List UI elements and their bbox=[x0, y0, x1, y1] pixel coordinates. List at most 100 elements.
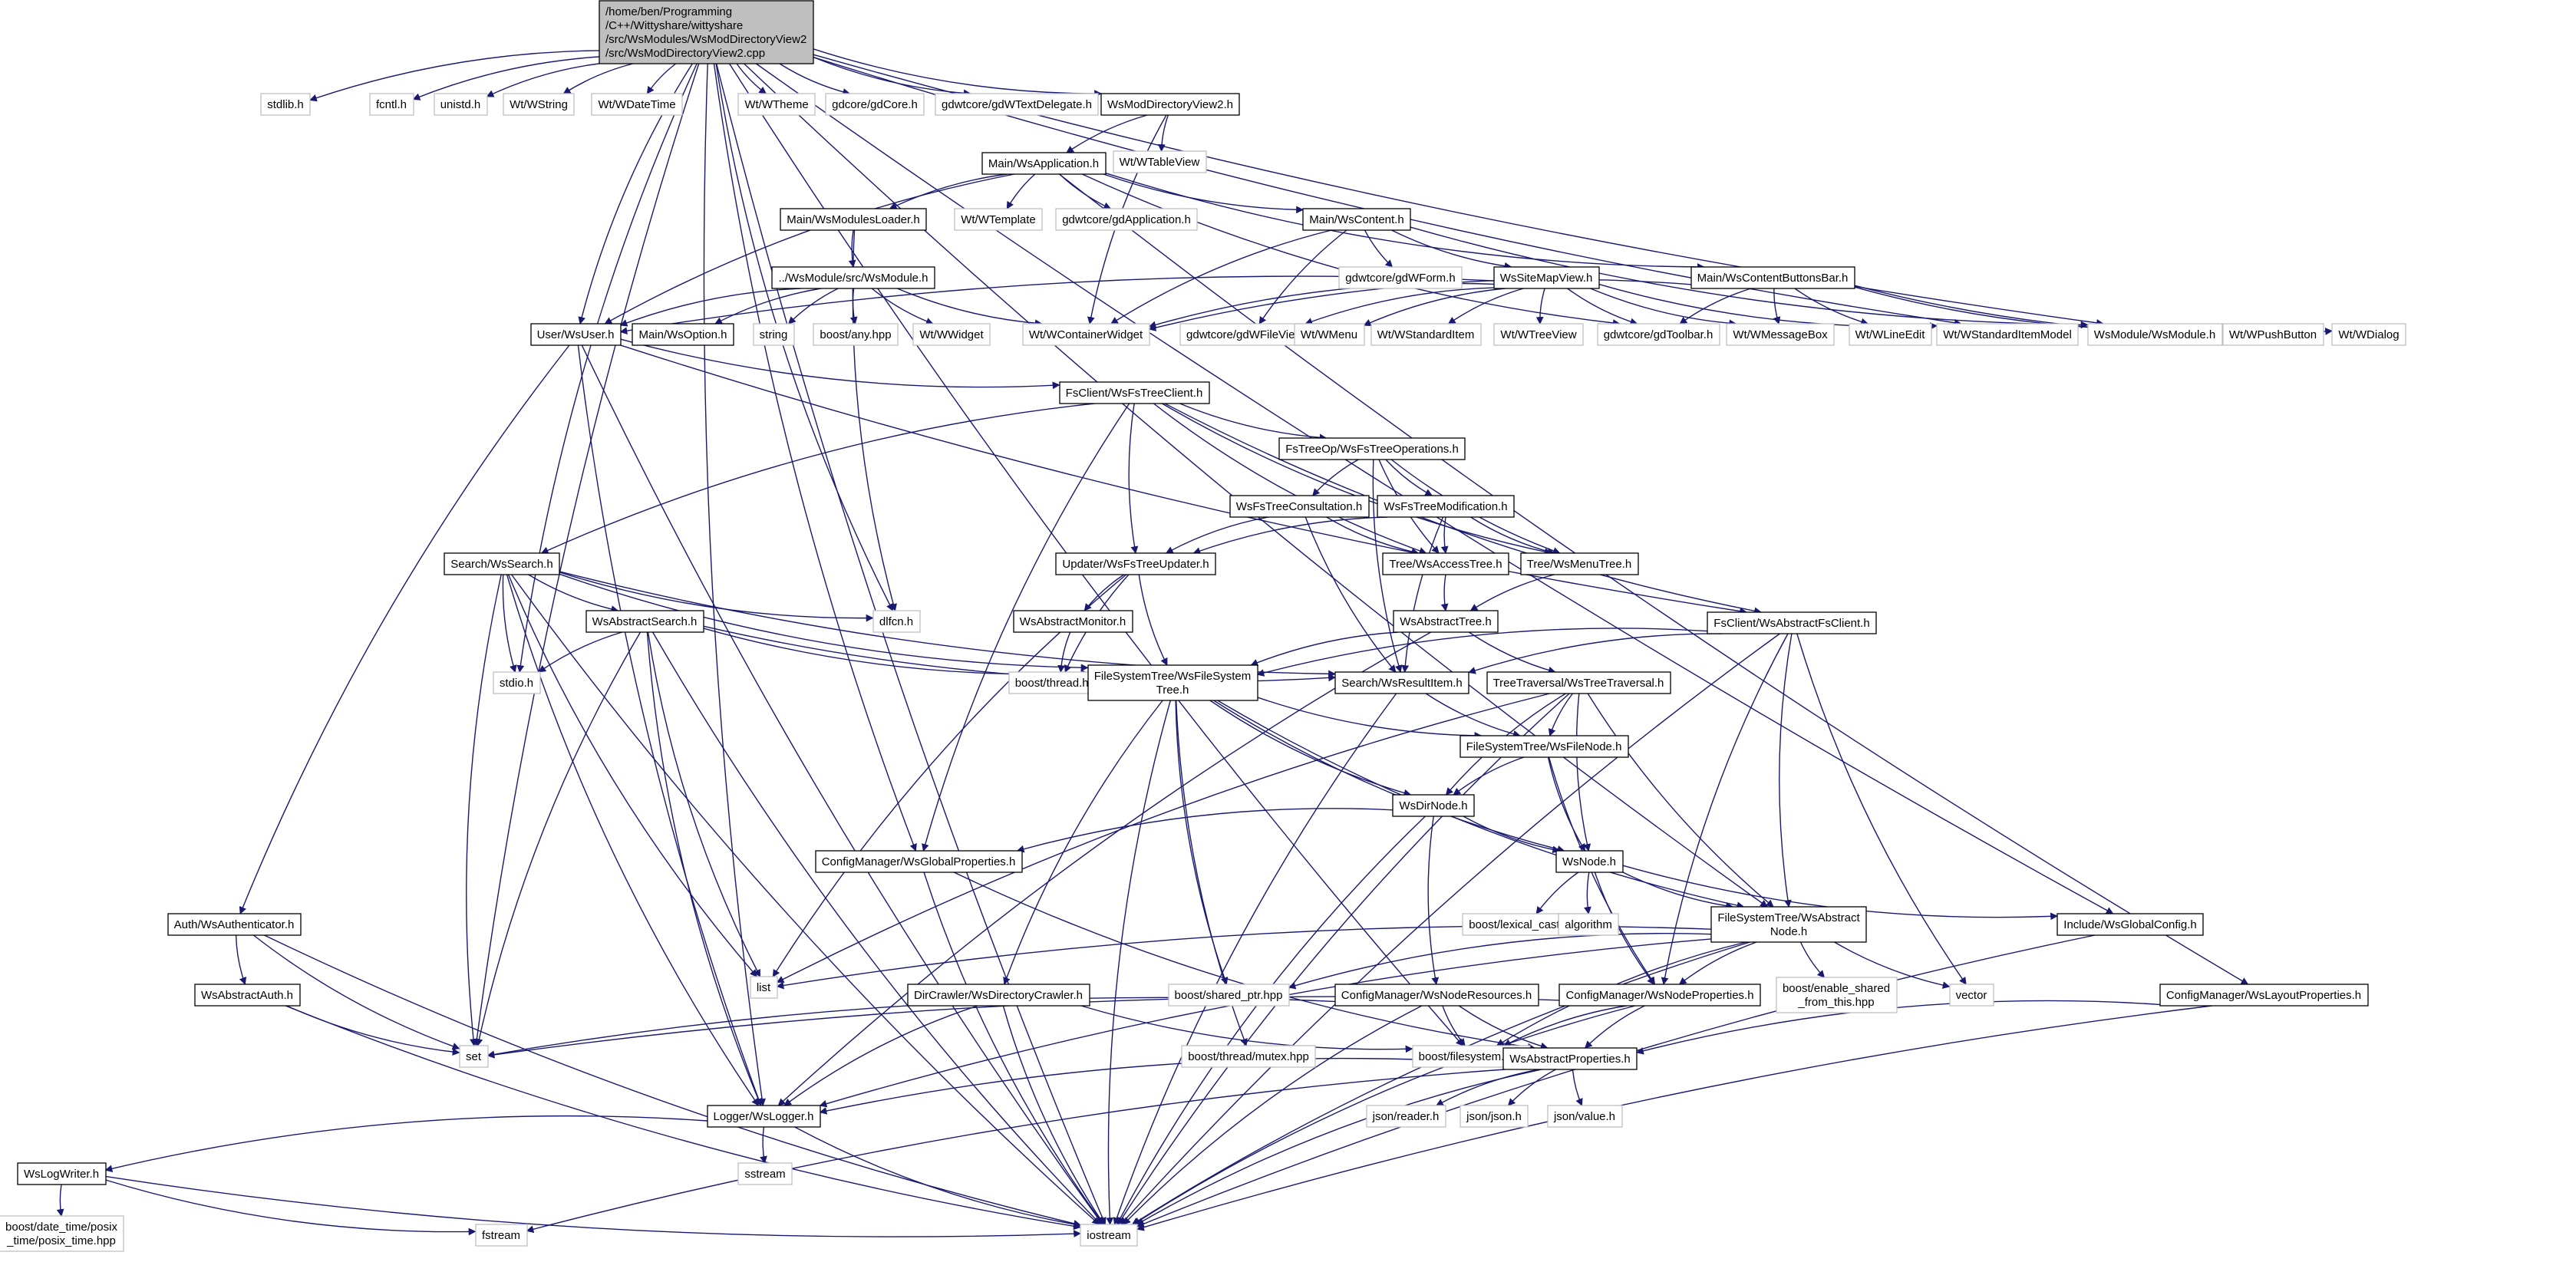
node-jsonjson[interactable]: json/json.h bbox=[1460, 1105, 1529, 1128]
node-dirnode[interactable]: WsDirNode.h bbox=[1392, 794, 1475, 817]
node-abstractauth[interactable]: WsAbstractAuth.h bbox=[194, 984, 301, 1007]
node-wtableview[interactable]: Wt/WTableView bbox=[1113, 150, 1207, 173]
node-wsmodulesloader[interactable]: Main/WsModulesLoader.h bbox=[780, 208, 927, 231]
node-wscontentbuttonsbar[interactable]: Main/WsContentButtonsBar.h bbox=[1690, 266, 1855, 289]
node-jsonvalue[interactable]: json/value.h bbox=[1547, 1105, 1623, 1128]
node-stdio[interactable]: stdio.h bbox=[493, 671, 541, 694]
node-sstream[interactable]: sstream bbox=[737, 1162, 793, 1185]
node-posixtime[interactable]: boost/date_time/posix_time/posix_time.hp… bbox=[0, 1215, 124, 1252]
node-set[interactable]: set bbox=[459, 1045, 489, 1068]
node-wdatetime[interactable]: Wt/WDateTime bbox=[591, 93, 683, 116]
node-gdapplication[interactable]: gdwtcore/gdApplication.h bbox=[1055, 208, 1198, 231]
node-abstractfsclient[interactable]: FsClient/WsAbstractFsClient.h bbox=[1707, 611, 1877, 634]
node-authenticator[interactable]: Auth/WsAuthenticator.h bbox=[167, 913, 302, 936]
node-wtreeview[interactable]: Wt/WTreeView bbox=[1493, 323, 1584, 346]
edge-abstractprops-to-logger bbox=[819, 1057, 1504, 1115]
edge-abstractsearch-to-logger bbox=[646, 631, 762, 1106]
node-abstractmonitor[interactable]: WsAbstractMonitor.h bbox=[1013, 610, 1133, 633]
node-fstreemodif[interactable]: WsFsTreeModification.h bbox=[1377, 495, 1515, 518]
node-wmenu[interactable]: Wt/WMenu bbox=[1294, 323, 1365, 346]
node-fstreeupdater[interactable]: Updater/WsFsTreeUpdater.h bbox=[1055, 552, 1216, 575]
node-label: Node.h bbox=[1770, 925, 1807, 938]
node-wtemplate[interactable]: Wt/WTemplate bbox=[954, 208, 1043, 231]
node-wpushbutton[interactable]: Wt/WPushButton bbox=[2222, 323, 2324, 346]
node-accesstree[interactable]: Tree/WsAccessTree.h bbox=[1382, 552, 1509, 575]
node-abstractsearch[interactable]: WsAbstractSearch.h bbox=[585, 610, 704, 633]
node-list[interactable]: list bbox=[750, 976, 778, 999]
node-abstracttree[interactable]: WsAbstractTree.h bbox=[1393, 610, 1499, 633]
node-layoutprops[interactable]: ConfigManager/WsLayoutProperties.h bbox=[2159, 984, 2369, 1007]
edge-abstractnode-to-logger bbox=[819, 938, 1712, 1108]
node-resultitem[interactable]: Search/WsResultItem.h bbox=[1334, 671, 1469, 694]
edge-abstractnode-to-sharedptr bbox=[1288, 933, 1712, 990]
node-algorithm[interactable]: algorithm bbox=[1558, 913, 1619, 936]
node-unistd[interactable]: unistd.h bbox=[434, 93, 488, 116]
node-wssearch[interactable]: Search/WsSearch.h bbox=[444, 552, 560, 575]
node-box bbox=[707, 1105, 821, 1128]
node-fstreeops[interactable]: FsTreeOp/WsFsTreeOperations.h bbox=[1278, 437, 1466, 460]
node-dircrawler[interactable]: DirCrawler/WsDirectoryCrawler.h bbox=[907, 984, 1090, 1007]
node-fstream[interactable]: fstream bbox=[475, 1224, 528, 1247]
node-box bbox=[1486, 671, 1671, 694]
node-boostany[interactable]: boost/any.hpp bbox=[813, 323, 899, 346]
node-box bbox=[2222, 323, 2324, 346]
node-wsmodulewsmodule[interactable]: WsModule/WsModule.h bbox=[2087, 323, 2223, 346]
edge-wssearch-to-stdio bbox=[502, 574, 517, 673]
node-logger[interactable]: Logger/WsLogger.h bbox=[707, 1105, 821, 1128]
edge-root-to-set bbox=[473, 63, 700, 1046]
node-wssitemapview[interactable]: WsSiteMapView.h bbox=[1493, 266, 1600, 289]
node-wscontent[interactable]: Main/WsContent.h bbox=[1302, 208, 1411, 231]
node-box bbox=[530, 323, 622, 346]
node-iostream[interactable]: iostream bbox=[1080, 1224, 1138, 1247]
node-gdcore[interactable]: gdcore/gdCore.h bbox=[825, 93, 925, 116]
node-fcntl[interactable]: fcntl.h bbox=[369, 93, 414, 116]
node-stdlib[interactable]: stdlib.h bbox=[260, 93, 311, 116]
node-sharedptr[interactable]: boost/shared_ptr.hpp bbox=[1168, 984, 1290, 1007]
node-wmessagebox[interactable]: Wt/WMessageBox bbox=[1726, 323, 1835, 346]
node-mutex[interactable]: boost/thread/mutex.hpp bbox=[1181, 1045, 1316, 1068]
node-globalconfig[interactable]: Include/WsGlobalConfig.h bbox=[2057, 913, 2204, 936]
node-treetraversal[interactable]: TreeTraversal/WsTreeTraversal.h bbox=[1486, 671, 1671, 694]
node-wsmoduleh_rel[interactable]: ../WsModule/src/WsModule.h bbox=[771, 266, 935, 289]
node-wsuser[interactable]: User/WsUser.h bbox=[530, 323, 622, 346]
node-wdialog[interactable]: Wt/WDialog bbox=[2331, 323, 2406, 346]
node-box bbox=[632, 323, 734, 346]
node-fstreeconsult[interactable]: WsFsTreeConsultation.h bbox=[1229, 495, 1370, 518]
node-dlfcn[interactable]: dlfcn.h bbox=[872, 610, 921, 633]
node-wstring[interactable]: Wt/WString bbox=[503, 93, 575, 116]
node-filenode[interactable]: FileSystemTree/WsFileNode.h bbox=[1460, 735, 1629, 758]
node-menutree[interactable]: Tree/WsMenuTree.h bbox=[1520, 552, 1639, 575]
node-wsmoddirview2[interactable]: WsModDirectoryView2.h bbox=[1100, 93, 1240, 116]
node-wsnode[interactable]: WsNode.h bbox=[1555, 850, 1624, 873]
node-wcontainerwidget[interactable]: Wt/WContainerWidget bbox=[1022, 323, 1150, 346]
node-fsclient[interactable]: FsClient/WsFsTreeClient.h bbox=[1059, 381, 1210, 404]
node-string[interactable]: string bbox=[753, 323, 795, 346]
node-wlineedit[interactable]: Wt/WLineEdit bbox=[1849, 323, 1932, 346]
node-gdwform[interactable]: gdwtcore/gdWForm.h bbox=[1338, 266, 1463, 289]
node-label: ConfigManager/WsGlobalProperties.h bbox=[822, 855, 1016, 868]
node-nodeprops[interactable]: ConfigManager/WsNodeProperties.h bbox=[1558, 984, 1761, 1007]
node-wtheme[interactable]: Wt/WTheme bbox=[737, 93, 816, 116]
edge-fstreeconsult-to-fstreeupdater bbox=[1165, 516, 1269, 554]
node-globalprops[interactable]: ConfigManager/WsGlobalProperties.h bbox=[815, 850, 1023, 873]
node-box bbox=[813, 323, 899, 346]
node-gdwtextdelegate[interactable]: gdwtcore/gdWTextDelegate.h bbox=[935, 93, 1099, 116]
node-vector[interactable]: vector bbox=[1949, 984, 1994, 1007]
node-wsapplication[interactable]: Main/WsApplication.h bbox=[981, 152, 1107, 175]
node-gdtoolbar[interactable]: gdwtcore/gdToolbar.h bbox=[1597, 323, 1720, 346]
node-abstractprops[interactable]: WsAbstractProperties.h bbox=[1502, 1047, 1638, 1070]
node-logwriter[interactable]: WsLogWriter.h bbox=[17, 1162, 107, 1185]
node-label: json/reader.h bbox=[1372, 1110, 1440, 1123]
node-root[interactable]: /home/ben/Programming/C++/Wittyshare/wit… bbox=[599, 0, 814, 64]
node-jsonreader[interactable]: json/reader.h bbox=[1366, 1105, 1446, 1128]
node-enableshared[interactable]: boost/enable_shared_from_this.hpp bbox=[1776, 977, 1898, 1013]
node-wsoption[interactable]: Main/WsOption.h bbox=[632, 323, 734, 346]
node-wstandarditem[interactable]: Wt/WStandardItem bbox=[1370, 323, 1482, 346]
node-noderesources[interactable]: ConfigManager/WsNodeResources.h bbox=[1334, 984, 1539, 1007]
node-wstandarditemmodel[interactable]: Wt/WStandardItemModel bbox=[1936, 323, 2079, 346]
node-label: gdwtcore/gdToolbar.h bbox=[1604, 328, 1713, 341]
node-wwidget[interactable]: Wt/WWidget bbox=[912, 323, 991, 346]
edge-wsapplication-to-wtemplate bbox=[1006, 173, 1036, 209]
